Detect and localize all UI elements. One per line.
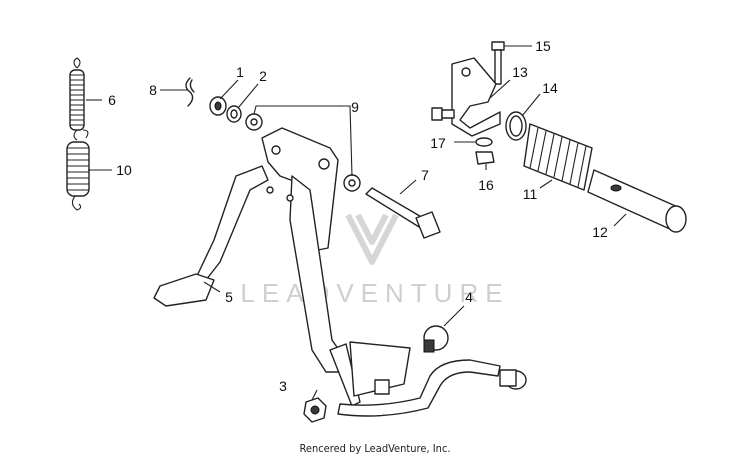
watermark-text: LEADVENTURE — [240, 278, 509, 308]
callout-7: 7 — [421, 167, 429, 183]
washer-17 — [475, 137, 493, 147]
clip-8 — [185, 77, 195, 107]
callout-8: 8 — [149, 82, 157, 98]
callout-3: 3 — [279, 378, 287, 394]
callout-12: 12 — [592, 224, 608, 240]
washer-2 — [226, 105, 242, 123]
callout-6: 6 — [108, 92, 116, 108]
watermark: LEADVENTURE — [240, 213, 509, 308]
footrest-pin-12 — [587, 169, 687, 233]
callout-9: 9 — [351, 99, 359, 115]
callout-5: 5 — [225, 289, 233, 305]
nut-3 — [303, 397, 327, 423]
lever-arm-4 — [337, 325, 527, 417]
center-stand-5 — [153, 127, 361, 407]
callout-15: 15 — [535, 38, 551, 54]
watermark-logo — [345, 213, 399, 265]
callout-17: 17 — [430, 135, 446, 151]
callout-14: 14 — [542, 80, 558, 96]
washer-1 — [209, 96, 227, 116]
nut-16 — [475, 151, 495, 165]
callout-1: 1 — [236, 64, 244, 80]
grip-11 — [523, 123, 593, 191]
footer-credit: Rencered by LeadVenture, Inc. — [299, 442, 450, 455]
bracket-13 — [451, 57, 501, 137]
callouts: 1 2 3 4 5 6 7 8 9 10 11 12 13 14 15 16 1… — [108, 38, 608, 394]
bolt-15 — [491, 41, 505, 85]
callout-2: 2 — [259, 68, 267, 84]
callout-16: 16 — [478, 177, 494, 193]
callout-4: 4 — [465, 289, 473, 305]
spring-6 — [69, 57, 85, 141]
callout-10: 10 — [116, 162, 132, 178]
leader-lines — [86, 45, 627, 401]
ring-14 — [505, 111, 527, 141]
pivot-pin-7 — [365, 187, 441, 239]
callout-13: 13 — [512, 64, 528, 80]
screw-small — [431, 107, 455, 121]
callout-11: 11 — [523, 186, 538, 202]
spring-10 — [66, 129, 90, 211]
